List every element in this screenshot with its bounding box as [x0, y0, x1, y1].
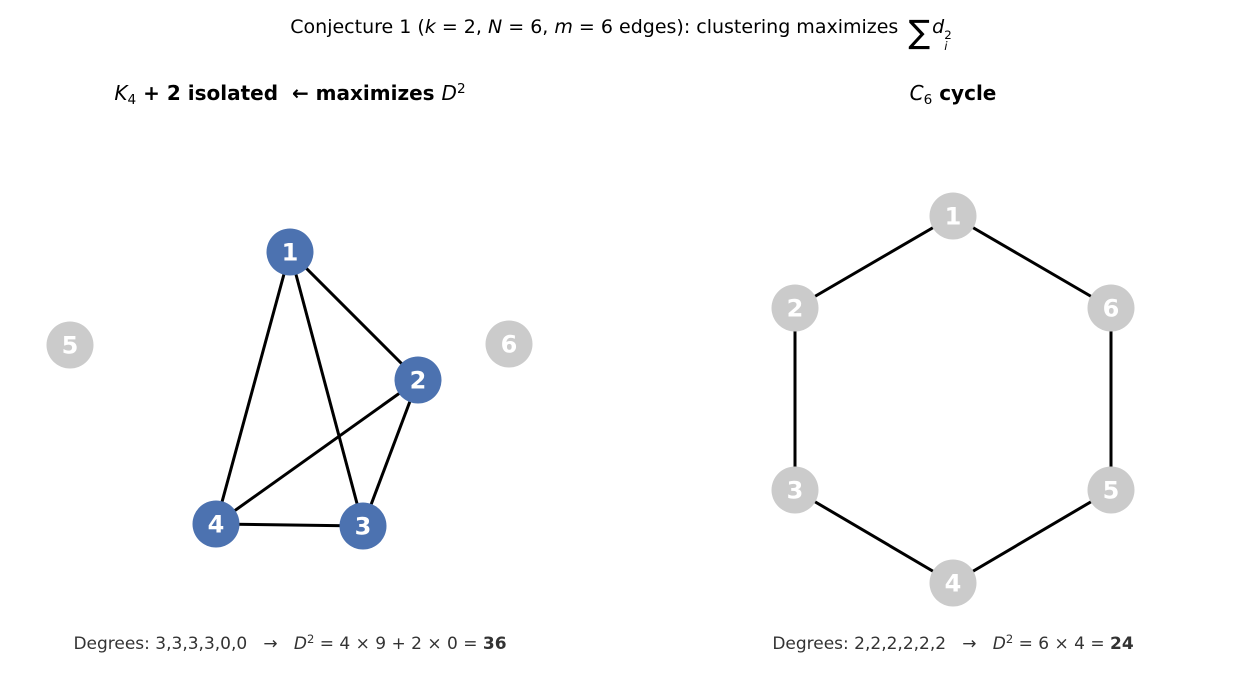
- graph-node-label-2: 2: [787, 295, 804, 323]
- left-graph-k4-plus-isolated: 1 2 3 4 5 6: [46, 228, 533, 550]
- graph-edge-2-3: [361, 379, 420, 527]
- graph-node-1: [266, 228, 314, 276]
- text-segment: D: [441, 81, 457, 105]
- graph-node-label-6: 6: [501, 331, 518, 359]
- text-segment: 2: [1005, 632, 1014, 646]
- graph-edge-1-2: [288, 250, 420, 382]
- text-segment: + 2 isolated ← maximizes: [136, 81, 442, 105]
- left-panel-title: K4 + 2 isolated ← maximizes D2: [0, 81, 580, 108]
- text-segment: C: [909, 81, 924, 105]
- graph-edge-3-4: [794, 488, 954, 585]
- graph-edge-6-1: [952, 214, 1112, 310]
- graph-node-3: [339, 502, 387, 550]
- graph-node-label-4: 4: [208, 511, 225, 539]
- text-segment: →: [946, 633, 993, 654]
- text-segment: 24: [1110, 633, 1134, 654]
- text-segment: 4: [127, 91, 137, 108]
- text-segment: N: [487, 16, 503, 38]
- text-segment: Degrees: 3,3,3,3,0,0: [73, 633, 248, 654]
- graph-edge-2-4: [215, 378, 419, 526]
- graph-node-label-4: 4: [945, 570, 962, 598]
- text-segment: D: [293, 633, 307, 654]
- graph-node-6: [1087, 284, 1135, 332]
- text-segment: m: [554, 16, 573, 38]
- graph-node-1: [929, 192, 977, 240]
- text-segment: = 6 × 4 =: [1013, 633, 1111, 654]
- graph-node-label-5: 5: [1103, 477, 1120, 505]
- right-panel-title: C6 cycle: [663, 81, 1242, 108]
- text-segment: 2: [306, 632, 315, 646]
- graph-node-label-6: 6: [1103, 295, 1120, 323]
- text-segment: →: [247, 633, 294, 654]
- graph-edge-4-5: [952, 488, 1112, 585]
- graph-edge-1-2: [794, 214, 954, 310]
- graph-node-4: [192, 500, 240, 548]
- graph-edge-3-4: [215, 522, 364, 528]
- graph-edge-1-4: [214, 251, 292, 525]
- graph-node-6: [485, 320, 533, 368]
- superscript: 2: [944, 27, 952, 42]
- text-segment: 6: [923, 91, 933, 108]
- figure-title: Conjecture 1 (k = 2, N = 6, m = 6 edges)…: [0, 12, 1242, 54]
- text-segment: Conjecture 1 (: [290, 16, 425, 38]
- text-segment: K: [114, 81, 128, 105]
- graph-node-2: [771, 284, 819, 332]
- graph-edge-1-3: [288, 251, 365, 527]
- text-segment: = 6,: [502, 16, 555, 38]
- graph-node-label-3: 3: [355, 513, 372, 541]
- graph-node-label-2: 2: [410, 367, 427, 395]
- graph-node-4: [929, 559, 977, 607]
- text-segment: = 4 × 9 + 2 × 0 =: [314, 633, 483, 654]
- right-graph-c6-cycle: 1 2 3 4 5 6: [771, 192, 1135, 607]
- graph-node-label-3: 3: [787, 477, 804, 505]
- graph-node-3: [771, 466, 819, 514]
- graph-node-2: [394, 356, 442, 404]
- graph-node-5: [1087, 466, 1135, 514]
- subscript: i: [944, 39, 948, 54]
- text-segment: d: [932, 16, 945, 38]
- text-segment: ∑: [908, 12, 931, 51]
- text-segment: Degrees: 2,2,2,2,2,2: [772, 633, 947, 654]
- text-segment: 2: [456, 81, 466, 98]
- graph-node-label-1: 1: [945, 203, 962, 231]
- right-caption-degrees: Degrees: 2,2,2,2,2,2 → D2 = 6 × 4 = 24: [663, 632, 1242, 654]
- text-segment: = 6 edges): clustering maximizes: [572, 16, 905, 38]
- graph-node-label-1: 1: [282, 239, 299, 267]
- text-segment: 36: [482, 633, 507, 654]
- left-caption-degrees: Degrees: 3,3,3,3,0,0 → D2 = 4 × 9 + 2 × …: [0, 632, 580, 654]
- graph-node-5: [46, 321, 94, 369]
- text-segment: k: [424, 16, 436, 38]
- graph-node-label-5: 5: [62, 332, 79, 360]
- text-segment: = 2,: [435, 16, 488, 38]
- text-segment: cycle: [932, 81, 997, 105]
- text-segment: D: [992, 633, 1006, 654]
